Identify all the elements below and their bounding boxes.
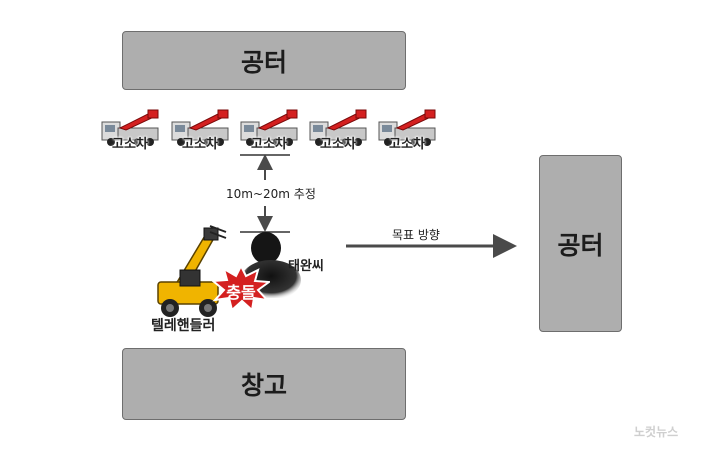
collision-burst-icon [212,266,270,310]
truck-label: 고소차 [320,137,356,152]
watermark-logo: 노컷뉴스 [634,425,679,439]
truck-label: 고소차 [389,137,425,152]
top-vacant-lot-label: 공터 [240,47,287,77]
distance-label: 10m~20m 추정 [226,187,316,201]
truck-label: 고소차 [112,137,148,152]
machine-label: 텔레핸들러 [151,318,216,334]
direction-label: 목표 방향 [392,228,440,242]
right-vacant-lot: 공터 [539,155,622,332]
aerial-truck-icon: 고소차 [306,108,370,152]
telehandler-icon [157,225,227,317]
warehouse-block: 창고 [122,348,406,420]
warehouse-label: 창고 [240,371,287,400]
aerial-truck-icon: 고소차 [168,108,232,152]
truck-label: 고소차 [251,137,287,152]
aerial-truck-icon: 고소차 [375,108,439,152]
collision-label: 충돌 [226,283,256,302]
right-vacant-lot-label: 공터 [557,230,604,260]
truck-label: 고소차 [182,137,218,152]
aerial-truck-icon: 고소차 [237,108,301,152]
aerial-truck-icon: 고소차 [98,108,162,152]
top-vacant-lot: 공터 [122,31,406,90]
person-label: 태완씨 [288,259,324,274]
